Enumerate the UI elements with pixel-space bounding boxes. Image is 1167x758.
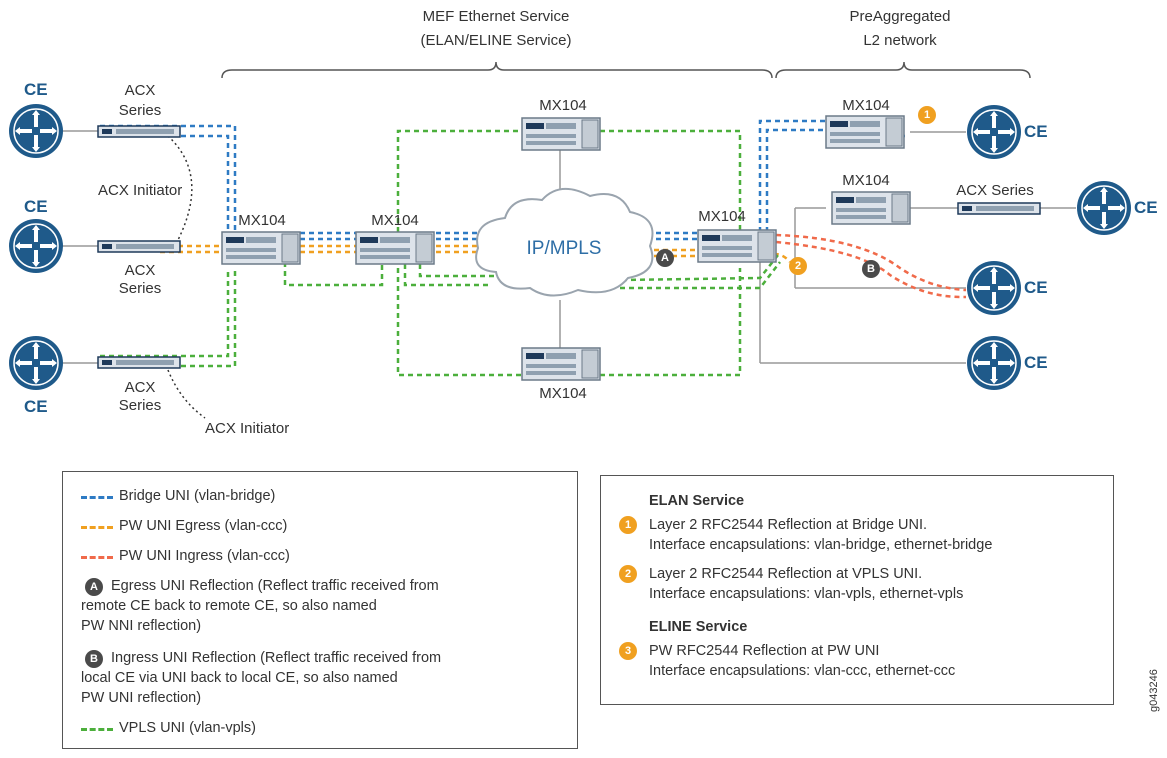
ce-router-icon: [966, 335, 1022, 391]
ce-label: CE: [1024, 122, 1048, 141]
acx-label-line2: Series: [118, 397, 162, 414]
ip-mpls-cloud: [475, 188, 654, 297]
acx-label-line1: ACX: [124, 379, 156, 396]
ce-label: CE: [24, 397, 48, 416]
mef-brace: [221, 61, 773, 79]
ce-label: CE: [1024, 278, 1048, 297]
legend-item: Layer 2 RFC2544 Reflection at VPLS UNI.: [649, 566, 923, 582]
ce-label: CE: [24, 197, 48, 216]
vpls-uni-swatch: [81, 728, 113, 731]
badge-1-marker: 1: [918, 106, 936, 124]
mx104-device-icon: [831, 191, 911, 225]
mx104-device-icon: [825, 115, 905, 149]
mef-header-line1: MEF Ethernet Service: [422, 8, 570, 25]
acx-device-icon: [97, 240, 181, 253]
mx104-label: MX104: [842, 97, 890, 114]
bridge-uni-swatch: [81, 496, 113, 499]
pw-uni-ingress-paths: [775, 233, 967, 299]
pw-uni-ingress-swatch: [81, 556, 113, 559]
badge-2-marker: 2: [789, 257, 807, 275]
badge-2-icon: 2: [619, 565, 637, 583]
ce-label: CE: [1134, 198, 1158, 217]
mx104-device-icon: [521, 117, 601, 151]
legend-item: Layer 2 RFC2544 Reflection at Bridge UNI…: [649, 517, 928, 533]
badge-b-marker: B: [862, 260, 880, 278]
acx-initiator-pointers: [167, 135, 206, 419]
pw-uni-egress-swatch: [81, 526, 113, 529]
mx104-label: MX104: [842, 172, 890, 189]
mx104-device-icon: [355, 231, 435, 265]
physical-links: [36, 130, 1076, 364]
legend-item: remote CE back to remote CE, so also nam…: [81, 598, 377, 614]
acx-device-icon: [957, 202, 1041, 215]
acx-initiator-label: ACX Initiator: [205, 420, 290, 437]
elan-service-title: ELAN Service: [649, 493, 745, 509]
eline-service-title: ELINE Service: [649, 619, 748, 635]
mx104-device-icon: [521, 347, 601, 381]
legend-item: PW NNI reflection): [81, 618, 202, 634]
legend-item: Interface encapsulations: vlan-ccc, ethe…: [649, 663, 956, 679]
preagg-header-line2: L2 network: [863, 32, 937, 49]
ce-router-icon: [8, 335, 64, 391]
legend-left: Bridge UNI (vlan-bridge) PW UNI Egress (…: [62, 471, 578, 749]
legend-item: PW RFC2544 Reflection at PW UNI: [649, 643, 880, 659]
mx104-label: MX104: [539, 97, 587, 114]
mx104-device-icon: [697, 229, 777, 263]
legend-item: PW UNI Egress (vlan-ccc): [119, 518, 288, 534]
ce-label: CE: [1024, 353, 1048, 372]
ce-router-icon: [8, 218, 64, 274]
legend-item: Ingress UNI Reflection (Reflect traffic …: [111, 650, 442, 666]
legend-item: Interface encapsulations: vlan-vpls, eth…: [649, 586, 964, 602]
acx-device-icon: [97, 125, 181, 138]
ip-mpls-label: IP/MPLS: [526, 238, 602, 259]
acx-initiator-label: ACX Initiator: [98, 182, 183, 199]
ce-router-icon: [966, 260, 1022, 316]
figure-id: g043246: [1148, 669, 1160, 712]
preagg-header-line1: PreAggregated: [849, 8, 951, 25]
mx104-label: MX104: [698, 208, 746, 225]
mef-header-line2: (ELAN/ELINE Service): [420, 32, 572, 49]
legend-item: PW UNI reflection): [81, 690, 202, 706]
acx-label-line1: ACX: [124, 82, 156, 99]
badge-1-icon: 1: [619, 516, 637, 534]
ce-label: CE: [24, 80, 48, 99]
acx-label-line2: Series: [118, 280, 162, 297]
badge-a-icon: A: [85, 578, 103, 596]
badge-3-icon: 3: [619, 642, 637, 660]
mx104-label: MX104: [539, 385, 587, 402]
legend-item: Interface encapsulations: vlan-bridge, e…: [649, 537, 993, 553]
legend-item: Egress UNI Reflection (Reflect traffic r…: [111, 578, 439, 594]
ce-router-icon: [8, 103, 64, 159]
ce-router-icon: [1076, 180, 1132, 236]
legend-item: Bridge UNI (vlan-bridge): [119, 488, 276, 504]
badge-b-icon: B: [85, 650, 103, 668]
mx104-device-icon: [221, 231, 301, 265]
legend-item: PW UNI Ingress (vlan-ccc): [119, 548, 290, 564]
acx-series-label: ACX Series: [956, 182, 1034, 199]
legend-item: VPLS UNI (vlan-vpls): [119, 720, 256, 736]
badge-a-marker: A: [656, 249, 674, 267]
legend-item: local CE via UNI back to local CE, so al…: [81, 670, 398, 686]
acx-label-line2: Series: [118, 102, 162, 119]
legend-right: ELAN Service 1 Layer 2 RFC2544 Reflectio…: [600, 475, 1114, 705]
acx-device-icon: [97, 356, 181, 369]
acx-label-line1: ACX: [124, 262, 156, 279]
mx104-label: MX104: [371, 212, 419, 229]
mx104-label: MX104: [238, 212, 286, 229]
preagg-brace: [775, 61, 1031, 79]
ce-router-icon: [966, 104, 1022, 160]
